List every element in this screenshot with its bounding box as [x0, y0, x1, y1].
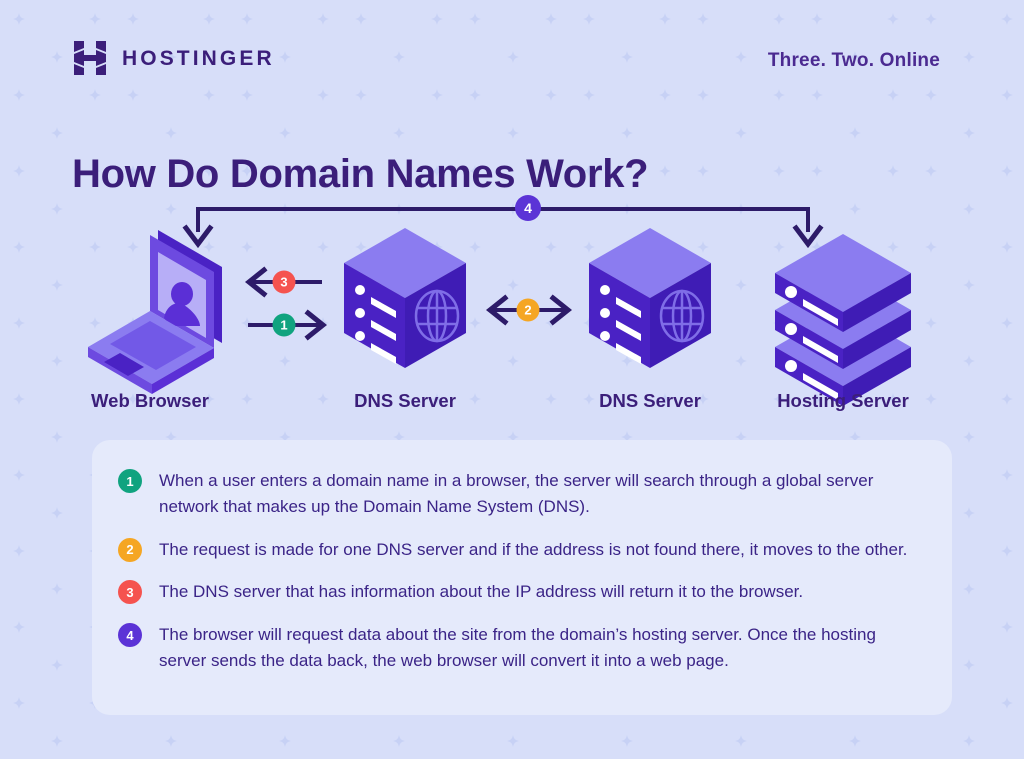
step-badge-1-label: 1 [280, 317, 288, 333]
flow-arrow-step-4 [182, 207, 824, 249]
legend-number-3: 3 [118, 580, 142, 605]
step-badge-4-label: 4 [524, 200, 532, 216]
server-cube-icon [589, 228, 711, 368]
node-label-row: Web Browser DNS Server DNS Server Hostin… [0, 390, 1024, 420]
server-stack-icon [775, 234, 911, 406]
legend-card: 1 When a user enters a domain name in a … [92, 440, 952, 715]
tagline: Three. Two. Online [767, 50, 940, 71]
legend-item: 4 The browser will request data about th… [118, 622, 918, 674]
hostinger-logo: HOSTINGER [72, 38, 275, 78]
legend-text-3: The DNS server that has information abou… [159, 582, 804, 602]
node-label-web-browser: Web Browser [91, 390, 209, 411]
legend-text-1: When a user enters a domain name in a br… [159, 471, 874, 516]
legend-number-2: 2 [118, 537, 142, 562]
step-badge-2-label: 2 [524, 302, 532, 318]
node-label-hosting-server: Hosting Server [777, 390, 909, 411]
legend-item: 2 The request is made for one DNS server… [118, 537, 918, 563]
step-badge-1: 1 [272, 313, 296, 337]
step-badge-2: 2 [516, 298, 540, 322]
domain-flow-diagram [88, 207, 911, 406]
step-badge-3-label: 3 [280, 274, 288, 290]
logo-wordmark: HOSTINGER [122, 46, 275, 70]
legend-list: 1 When a user enters a domain name in a … [92, 440, 952, 674]
legend-item: 3 The DNS server that has information ab… [118, 579, 918, 605]
step-badge-4: 4 [515, 195, 541, 221]
node-label-dns-server-2: DNS Server [599, 390, 701, 411]
legend-number-1: 1 [118, 469, 142, 493]
legend-text-2: The request is made for one DNS server a… [159, 539, 908, 559]
legend-item: 1 When a user enters a domain name in a … [118, 468, 918, 520]
legend-number-4: 4 [118, 623, 142, 648]
legend-text-4: The browser will request data about the … [159, 625, 876, 671]
hostinger-h-mark-icon [74, 41, 106, 75]
step-badge-3: 3 [272, 270, 296, 294]
laptop-icon [88, 230, 222, 394]
node-label-dns-server-1: DNS Server [354, 390, 456, 411]
server-cube-icon [344, 228, 466, 368]
